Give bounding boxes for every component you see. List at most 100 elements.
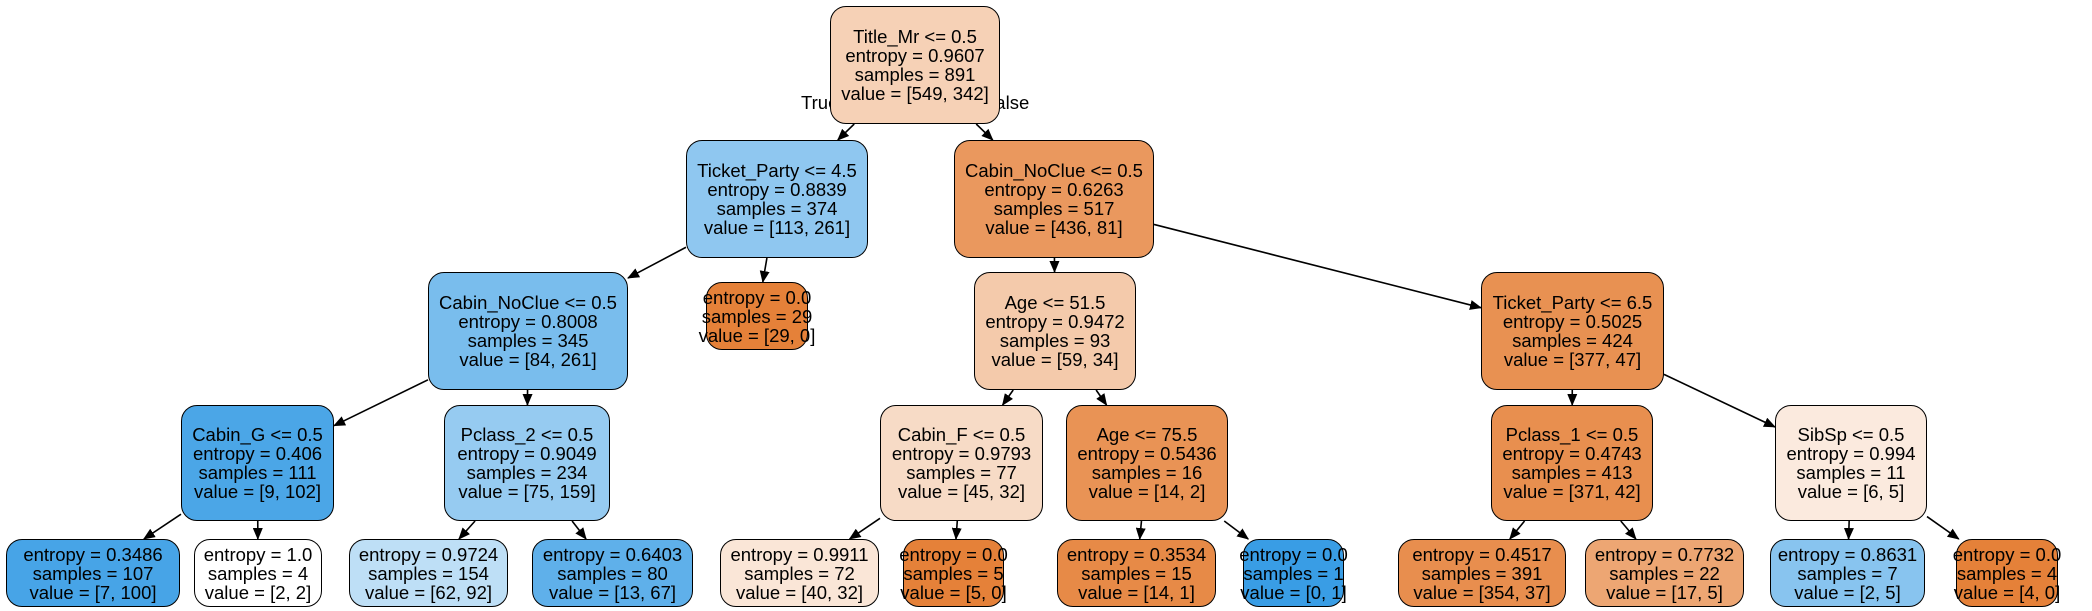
edge-n5-n9 [1001,389,1014,406]
node-line: value = [4, 0] [1953,581,2061,603]
node-line: entropy = 0.5025 [1502,311,1643,332]
edge-n11-n21 [1509,520,1526,540]
node-line: value = [17, 5] [1606,581,1723,603]
edge-n2-n6 [1153,223,1482,310]
node-line: entropy = 0.8008 [458,311,598,332]
node-line: value = [62, 92] [364,581,493,603]
node-line: samples = 4 [207,562,309,584]
node-line: value = [7, 100] [29,581,157,603]
node-line: value = [371, 42] [1503,481,1641,502]
node-line: samples = 11 [1796,462,1906,483]
node-line: entropy = 0.9911 [730,543,869,565]
node-line: samples = 93 [999,330,1111,351]
node-line: entropy = 0.4517 [1412,543,1552,565]
node-line: entropy = 0.9793 [891,443,1032,464]
node-line: entropy = 0.3534 [1066,543,1207,565]
edge-label-true: True [801,92,839,113]
node-line: samples = 72 [744,562,855,584]
node-line: Pclass_1 <= 0.5 [1505,424,1639,445]
node-line: value = [29, 0] [698,324,816,346]
node-line: entropy = 1.0 [203,543,313,565]
node-line: samples = 234 [466,462,588,483]
node-line: samples = 1 [1243,562,1344,584]
node-line: samples = 517 [993,198,1115,219]
node-line: entropy = 0.0 [899,543,1008,565]
node-line: entropy = 0.406 [192,443,323,464]
node-line: samples = 29 [701,305,813,327]
node-line: entropy = 0.6263 [984,179,1124,200]
node-line: Pclass_2 <= 0.5 [460,424,594,445]
node-line: value = [113, 261] [703,217,851,238]
node-line: Ticket_Party <= 6.5 [1492,292,1653,313]
node-line: value = [0, 1] [1240,581,1347,603]
node-line: value = [549, 342] [841,83,989,104]
node-line: samples = 111 [198,462,317,483]
edge-n8-n16 [571,520,587,540]
edge-n9-n17 [848,517,881,540]
node-line: entropy = 0.0 [1952,543,2062,565]
edge-n9-n18 [951,520,962,540]
node-line: samples = 424 [1512,330,1633,351]
node-line: samples = 5 [903,562,1004,584]
node-line: samples = 77 [906,462,1017,483]
node-line: entropy = 0.4743 [1502,443,1642,464]
node-line: samples = 891 [854,64,976,85]
node-line: samples = 345 [467,330,589,351]
edge-n11-n22 [1620,520,1637,540]
edge-n1-n3 [627,246,687,279]
node-line: entropy = 0.994 [1786,443,1916,464]
node-line: value = [40, 32] [735,581,864,603]
node-line: samples = 22 [1609,562,1720,584]
node-line: value = [14, 1] [1078,581,1195,603]
node-line: value = [436, 81] [985,217,1123,238]
node-line: entropy = 0.5436 [1077,443,1217,464]
edge-n12-n24 [1926,515,1960,540]
node-line: value = [2, 5] [1794,581,1901,603]
node-line: samples = 154 [368,562,489,584]
node-line: value = [6, 5] [1797,481,1905,502]
node-line: value = [2, 2] [204,581,312,603]
edge-root-n1 [837,123,855,141]
node-line: value = [45, 32] [897,481,1026,502]
node-line: entropy = 0.9472 [985,311,1125,332]
node-line: entropy = 0.7732 [1594,543,1735,565]
node-line: samples = 16 [1091,462,1203,483]
node-line: samples = 7 [1797,562,1898,584]
node-line: entropy = 0.0 [1239,543,1348,565]
node-line: Cabin_G <= 0.5 [192,424,323,445]
node-line: value = [5, 0] [900,581,1007,603]
edge-n3-n7 [333,379,429,427]
node-line: entropy = 0.6403 [542,543,683,565]
node-line: value = [377, 47] [1503,349,1642,370]
edge-n6-n12 [1663,373,1776,428]
edge-root-n2 [975,123,994,141]
edge-n1-n4 [759,257,770,283]
edge-n7-n13 [143,513,182,540]
node-line: Cabin_NoClue <= 0.5 [965,160,1143,181]
edge-n10-n19 [1135,520,1146,540]
node-line: entropy = 0.8839 [707,179,847,200]
node-line: SibSp <= 0.5 [1797,424,1905,445]
